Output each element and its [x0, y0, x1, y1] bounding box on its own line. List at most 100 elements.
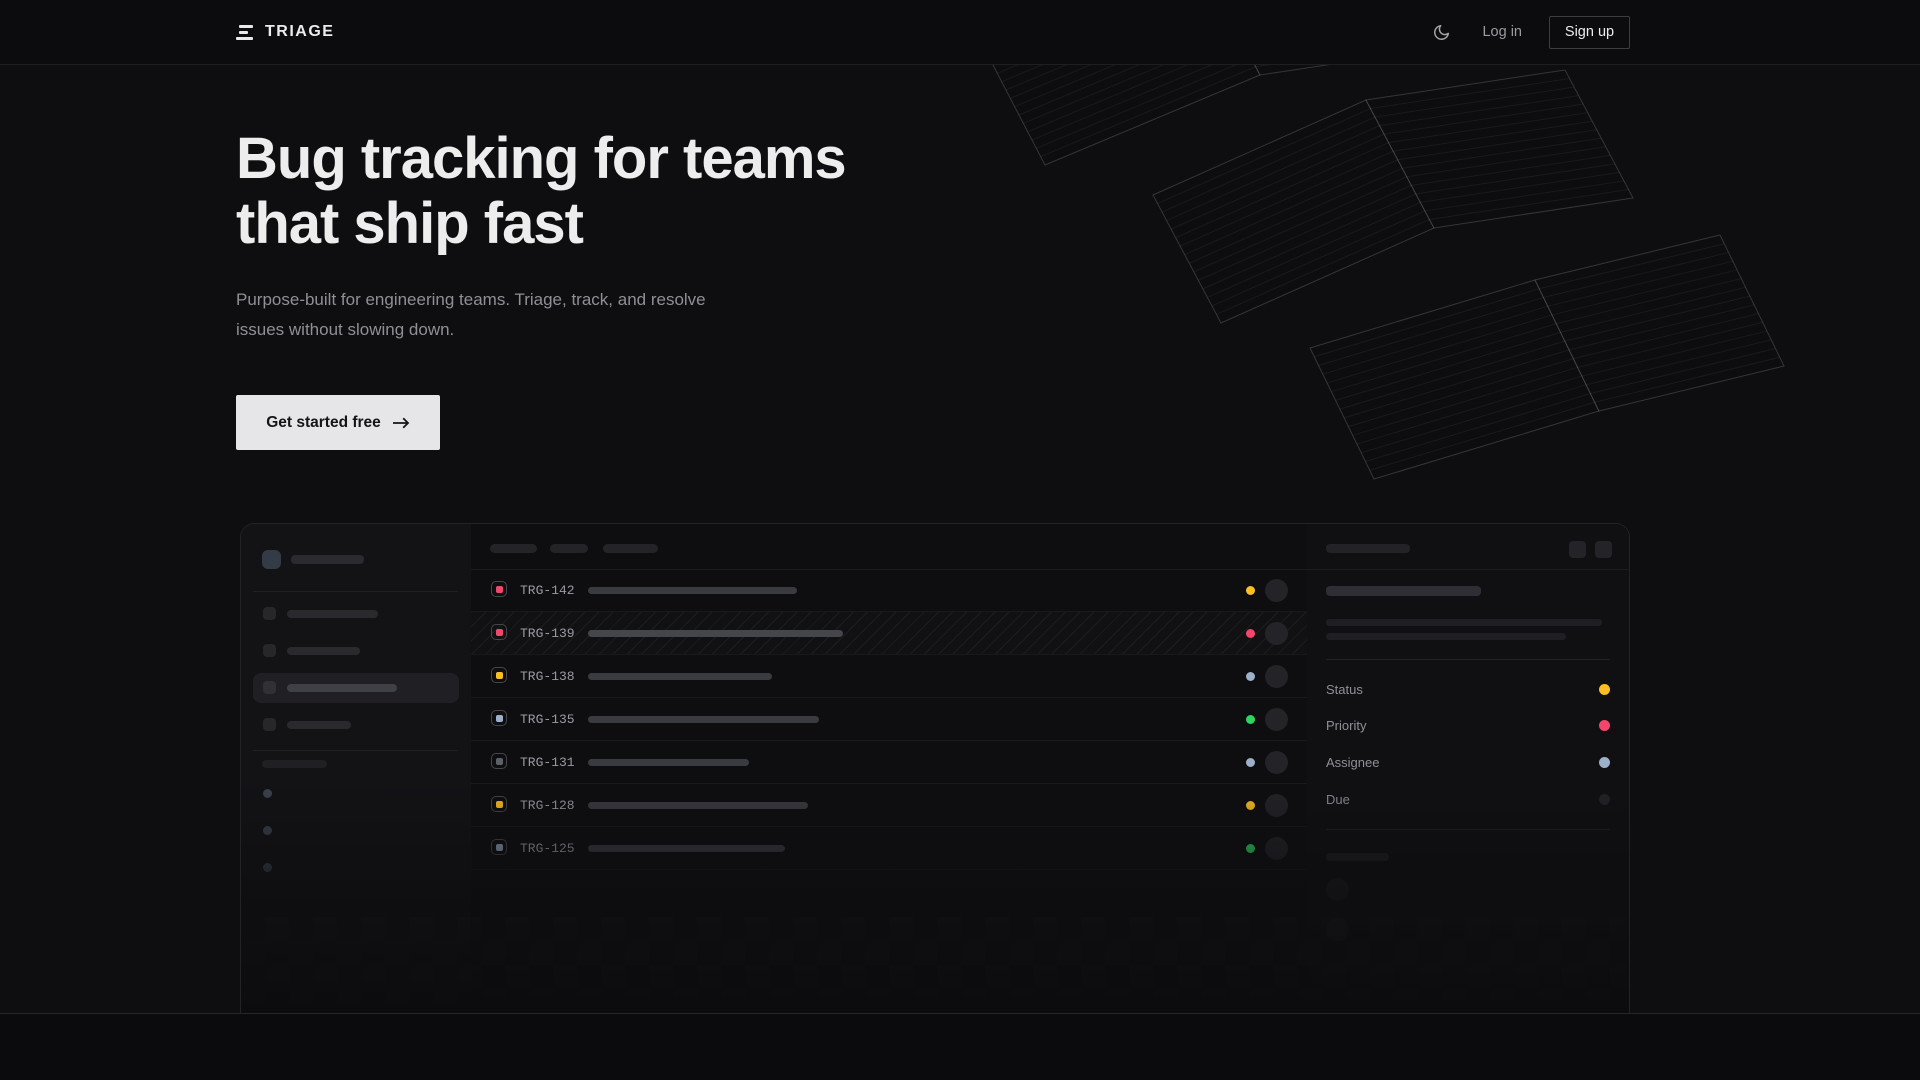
- assignee-avatar: [1265, 708, 1288, 731]
- sidebar-nav-item[interactable]: [253, 710, 459, 740]
- nav-item-icon: [263, 718, 276, 731]
- brand-name: TRIAGE: [265, 23, 335, 40]
- nav-item-label-placeholder: [287, 647, 360, 655]
- sidebar-nav-item[interactable]: [253, 599, 459, 629]
- nav-item-label-placeholder: [287, 721, 351, 729]
- issue-list-header: [471, 524, 1307, 570]
- comment-avatar: [1326, 918, 1349, 941]
- assignee-avatar: [1265, 794, 1288, 817]
- filter-tab-placeholder[interactable]: [603, 544, 658, 553]
- login-link[interactable]: Log in: [1482, 24, 1522, 40]
- issue-row[interactable]: TRG-131: [471, 741, 1307, 784]
- field-value-dot: [1599, 793, 1610, 805]
- sidebar-user-dot: [263, 826, 272, 835]
- issue-type-icon: [491, 667, 507, 683]
- issue-title-placeholder: [588, 759, 749, 766]
- status-dot: [1246, 715, 1255, 724]
- nav-item-icon: [263, 644, 276, 657]
- issue-title-placeholder: [588, 845, 785, 852]
- filter-tab-placeholder[interactable]: [550, 544, 588, 553]
- navbar: TRIAGE Log in Sign up: [0, 0, 1920, 65]
- issue-type-icon: [491, 839, 507, 855]
- issue-type-icon: [491, 581, 507, 597]
- field-label: Due: [1326, 791, 1350, 807]
- assignee-avatar: [1265, 622, 1288, 645]
- detail-action-button[interactable]: [1569, 541, 1586, 558]
- hero-subtitle: Purpose-built for engineering teams. Tri…: [236, 290, 706, 339]
- signup-button[interactable]: Sign up: [1549, 15, 1630, 49]
- issue-title-placeholder: [588, 802, 808, 809]
- sidebar-section-label-placeholder: [262, 760, 327, 768]
- sidebar-user-dot: [263, 863, 272, 872]
- nav-item-label-placeholder: [287, 684, 397, 692]
- issue-title-placeholder: [588, 587, 797, 594]
- hero-title-line1: Bug tracking for teams: [236, 126, 847, 191]
- workspace-icon[interactable]: [262, 550, 281, 569]
- detail-header-divider: [1307, 569, 1629, 570]
- nav-item-icon: [263, 607, 276, 620]
- theme-toggle-button[interactable]: [1431, 22, 1451, 42]
- workspace-name-placeholder: [291, 555, 364, 564]
- nav-item-icon: [263, 681, 276, 694]
- nav-item-label-placeholder: [287, 610, 378, 618]
- arrow-right-icon: [392, 417, 410, 428]
- issue-id: TRG-138: [520, 669, 575, 684]
- issue-row[interactable]: TRG-125: [471, 827, 1307, 870]
- get-started-button[interactable]: Get started free: [236, 395, 440, 450]
- field-label: Status: [1326, 681, 1363, 697]
- detail-field-row[interactable]: Due: [1326, 791, 1610, 807]
- issue-id: TRG-142: [520, 583, 575, 598]
- sidebar-nav-item-active[interactable]: [253, 673, 459, 703]
- status-dot: [1246, 801, 1255, 810]
- assignee-avatar: [1265, 837, 1288, 860]
- status-dot: [1246, 844, 1255, 853]
- issue-row[interactable]: TRG-128: [471, 784, 1307, 827]
- hero-title-line2: that ship fast: [236, 191, 584, 256]
- issue-type-icon: [491, 624, 507, 640]
- sidebar-nav-item[interactable]: [253, 636, 459, 666]
- issue-row[interactable]: TRG-138: [471, 655, 1307, 698]
- detail-field-row[interactable]: Priority: [1326, 717, 1610, 733]
- detail-divider: [1326, 829, 1610, 830]
- status-dot: [1246, 586, 1255, 595]
- navbar-actions: Log in Sign up: [1431, 0, 1630, 64]
- issue-id: TRG-135: [520, 712, 575, 727]
- detail-title-placeholder: [1326, 586, 1481, 596]
- issue-row[interactable]: TRG-139: [471, 612, 1307, 655]
- detail-field-row[interactable]: Status: [1326, 681, 1610, 697]
- detail-field-row[interactable]: Assignee: [1326, 754, 1610, 770]
- filter-tab-placeholder[interactable]: [490, 544, 537, 553]
- issue-row[interactable]: TRG-142: [471, 569, 1307, 612]
- detail-action-button[interactable]: [1595, 541, 1612, 558]
- assignee-avatar: [1265, 751, 1288, 774]
- comment-avatar: [1326, 878, 1349, 901]
- issue-id: TRG-125: [520, 841, 575, 856]
- sidebar-divider: [253, 750, 458, 751]
- issue-type-icon: [491, 710, 507, 726]
- issue-type-icon: [491, 753, 507, 769]
- issue-title-placeholder: [588, 716, 819, 723]
- sidebar-divider: [253, 591, 458, 592]
- field-label: Priority: [1326, 717, 1367, 733]
- issue-title-placeholder: [588, 673, 772, 680]
- assignee-avatar: [1265, 579, 1288, 602]
- field-value-dot: [1599, 756, 1610, 768]
- hero-title: Bug tracking for teams that ship fast: [236, 126, 847, 256]
- status-dot: [1246, 629, 1255, 638]
- status-dot: [1246, 672, 1255, 681]
- sidebar-user-dot: [263, 789, 272, 798]
- issue-id: TRG-131: [520, 755, 575, 770]
- field-value-dot: [1599, 719, 1610, 731]
- detail-description-placeholder: [1326, 619, 1602, 626]
- issue-type-icon: [491, 796, 507, 812]
- brand[interactable]: TRIAGE: [236, 0, 334, 64]
- issue-row[interactable]: TRG-135: [471, 698, 1307, 741]
- issue-id: TRG-139: [520, 626, 575, 641]
- triage-bars-icon: [236, 24, 254, 40]
- field-label: Assignee: [1326, 754, 1380, 770]
- detail-header-placeholder: [1326, 544, 1410, 553]
